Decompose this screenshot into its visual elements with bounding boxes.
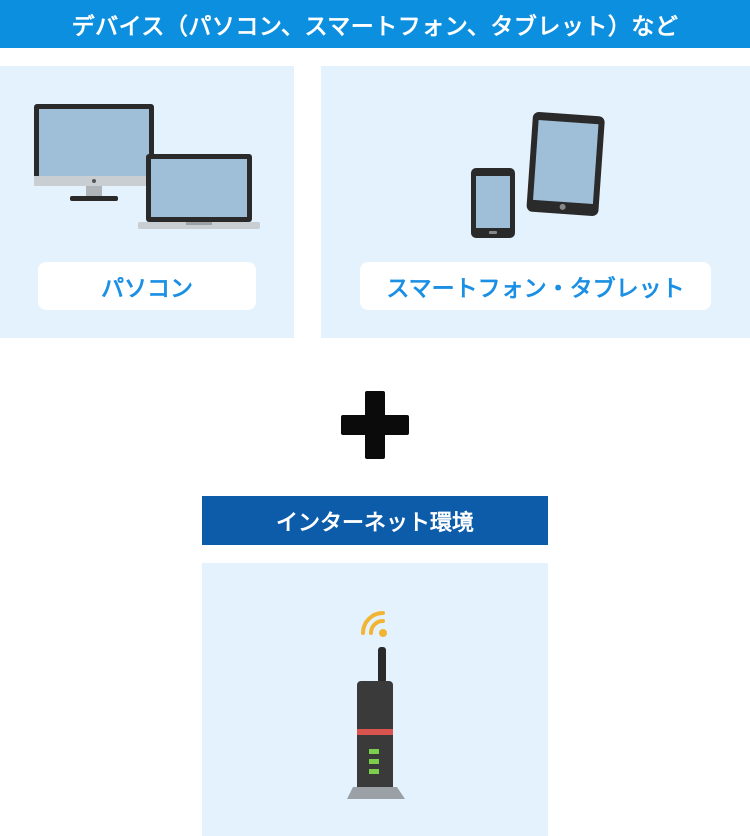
pc-panel: パソコン <box>0 66 294 338</box>
pc-label-box: パソコン <box>38 262 256 310</box>
smartphone-tablet-icon <box>471 112 605 238</box>
mobile-label-box: スマートフォン・タブレット <box>360 262 711 310</box>
internet-panel <box>202 563 548 836</box>
pc-label: パソコン <box>101 276 193 302</box>
internet-header: インターネット環境 <box>202 496 548 545</box>
page-title: デバイス（パソコン、スマートフォン、タブレット）など <box>71 14 679 40</box>
wifi-router-icon <box>347 611 405 799</box>
internet-title: インターネット環境 <box>275 510 474 536</box>
mobile-panel: スマートフォン・タブレット <box>321 66 750 338</box>
header-bar: デバイス（パソコン、スマートフォン、タブレット）など <box>0 0 750 48</box>
plus-vertical-bar <box>365 391 385 459</box>
desktop-laptop-icon <box>34 104 260 229</box>
mobile-label: スマートフォン・タブレット <box>386 276 685 302</box>
plus-icon <box>341 391 409 459</box>
